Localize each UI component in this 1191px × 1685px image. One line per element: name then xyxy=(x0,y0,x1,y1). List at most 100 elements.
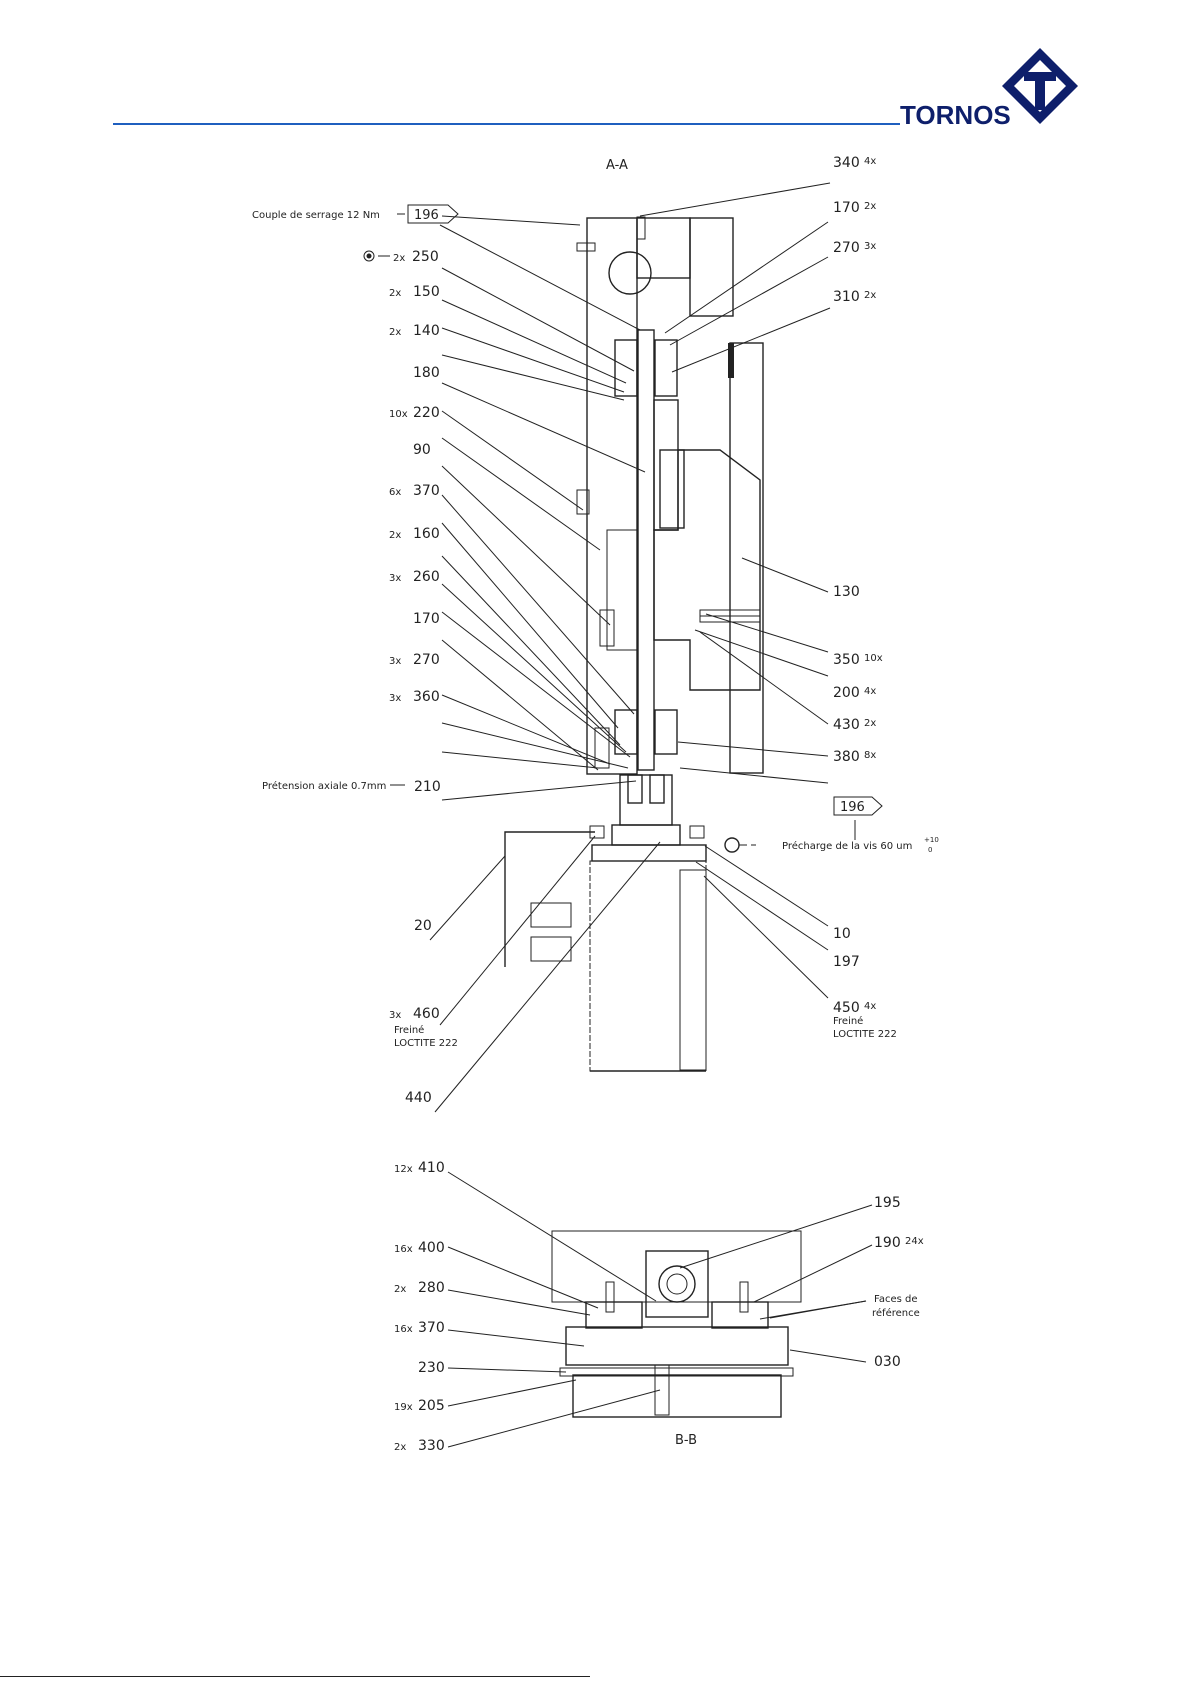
callout-number: 460 xyxy=(413,1006,440,1022)
callout-qty: 3x xyxy=(864,241,876,252)
bb-base-plate-030 xyxy=(565,1326,789,1366)
nut-body xyxy=(659,449,685,529)
svg-text:LOCTITE 222: LOCTITE 222 xyxy=(833,1029,897,1040)
axial-preload-note: Prétension axiale 0.7mm xyxy=(262,780,386,792)
callout-number: 430 xyxy=(833,717,860,733)
callout-qty: 3x xyxy=(389,693,401,704)
callout-number: 340 xyxy=(833,155,860,171)
section-aa-drawing xyxy=(504,216,764,1072)
callout-number: 10 xyxy=(833,926,851,942)
callout-number: 400 xyxy=(418,1240,445,1256)
callout-number: 195 xyxy=(874,1195,901,1211)
bb-dowel-330 xyxy=(654,1364,670,1416)
callout-qty: 2x xyxy=(389,530,401,541)
callout-qty: 2x xyxy=(864,290,876,301)
housing-left-wall xyxy=(586,217,638,775)
callout-qty: 3x xyxy=(389,1010,401,1021)
coupling-left xyxy=(627,774,643,804)
callout-number: 310 xyxy=(833,289,860,305)
callout-number: 030 xyxy=(874,1354,901,1370)
callout-number: 250 xyxy=(412,249,439,265)
callout-number: 440 xyxy=(405,1090,432,1106)
callout-number: 230 xyxy=(418,1360,445,1376)
bb-leaders xyxy=(447,1171,873,1448)
section-bb-title: B-B xyxy=(675,1433,697,1448)
svg-text:Freiné: Freiné xyxy=(833,1015,863,1027)
callout-number: 270 xyxy=(413,652,440,668)
svg-text:Freiné: Freiné xyxy=(394,1024,424,1036)
ref-box-196-bottom: 196 xyxy=(833,796,883,816)
preload-indicator-icon xyxy=(724,837,740,853)
callout-qty: 3x xyxy=(389,573,401,584)
svg-text:LOCTITE 222: LOCTITE 222 xyxy=(394,1038,458,1049)
callout-number: 170 xyxy=(833,200,860,216)
callout-qty: 2x xyxy=(389,288,401,299)
callout-number: 350 xyxy=(833,652,860,668)
section-aa-title: A-A xyxy=(606,158,628,173)
lower-bearing-right xyxy=(654,709,678,755)
aa-right-labels: 340 4x 170 2x 270 3x 310 2x 130 350 10x 200 4x 430 2x 3… xyxy=(833,155,883,1016)
bb-screw-housing xyxy=(645,1250,709,1318)
bb-screw-bore xyxy=(658,1265,696,1303)
inner-cavity xyxy=(606,529,638,651)
svg-text:référence: référence xyxy=(872,1307,920,1319)
screw-340 xyxy=(636,216,646,240)
callout-number: 450 xyxy=(833,1000,860,1016)
callout-qty: 8x xyxy=(864,750,876,761)
callout-number: 380 xyxy=(833,749,860,765)
bb-lower-plate xyxy=(572,1374,782,1418)
connector-1 xyxy=(530,902,572,928)
callout-qty: 4x xyxy=(864,1001,876,1012)
tornos-logo-icon xyxy=(1002,48,1078,124)
callout-qty: 10x xyxy=(389,409,408,420)
callout-qty: 24x xyxy=(905,1236,924,1247)
footer-rule xyxy=(0,1676,590,1677)
rail-end-mark xyxy=(728,343,734,378)
screw-preload-note: Précharge de la vis 60 um xyxy=(782,840,912,852)
callout-number: 370 xyxy=(418,1320,445,1336)
cover-20 xyxy=(504,831,595,967)
callout-qty: 16x xyxy=(394,1324,413,1335)
svg-text:0: 0 xyxy=(928,846,932,854)
svg-text:196: 196 xyxy=(840,800,865,815)
callout-number: 130 xyxy=(833,584,860,600)
callout-number: 160 xyxy=(413,526,440,542)
callout-qty: 6x xyxy=(389,487,401,498)
section-bb-drawing xyxy=(551,1230,802,1418)
callout-qty: 2x xyxy=(864,718,876,729)
callout-number: 205 xyxy=(418,1398,445,1414)
callout-qty: 19x xyxy=(394,1402,413,1413)
callout-number: 150 xyxy=(413,284,440,300)
callout-number: 90 xyxy=(413,442,431,458)
screw-370 xyxy=(599,609,615,647)
callout-number: 200 xyxy=(833,685,860,701)
callout-number: 270 xyxy=(833,240,860,256)
callout-number: 140 xyxy=(413,323,440,339)
callout-qty: 4x xyxy=(864,686,876,697)
torque-note: Couple de serrage 12 Nm xyxy=(252,210,380,221)
callout-number: 280 xyxy=(418,1280,445,1296)
screw-360 xyxy=(594,727,610,769)
svg-text:Faces de: Faces de xyxy=(874,1294,918,1305)
callout-number: 190 xyxy=(874,1235,901,1251)
callout-number: 260 xyxy=(413,569,440,585)
bb-right-labels: 195 190 24x 030 xyxy=(874,1195,924,1370)
callout-qty: 10x xyxy=(864,653,883,664)
callout-qty: 2x xyxy=(864,201,876,212)
nut-sleeve xyxy=(653,399,679,531)
callout-qty: 3x xyxy=(389,656,401,667)
svg-text:+10: +10 xyxy=(924,836,939,844)
flange-10 xyxy=(611,824,681,846)
callout-qty: 16x xyxy=(394,1244,413,1255)
upper-bearing-right xyxy=(654,339,678,397)
callout-number: 20 xyxy=(414,918,432,934)
header-rule xyxy=(113,123,900,125)
brand-logo-text: TORNOS xyxy=(900,100,1011,130)
callout-number: 410 xyxy=(418,1160,445,1176)
callout-number: 170 xyxy=(413,611,440,627)
callout-number: 330 xyxy=(418,1438,445,1454)
callout-qty: 12x xyxy=(394,1164,413,1175)
carriage-90 xyxy=(653,449,761,691)
